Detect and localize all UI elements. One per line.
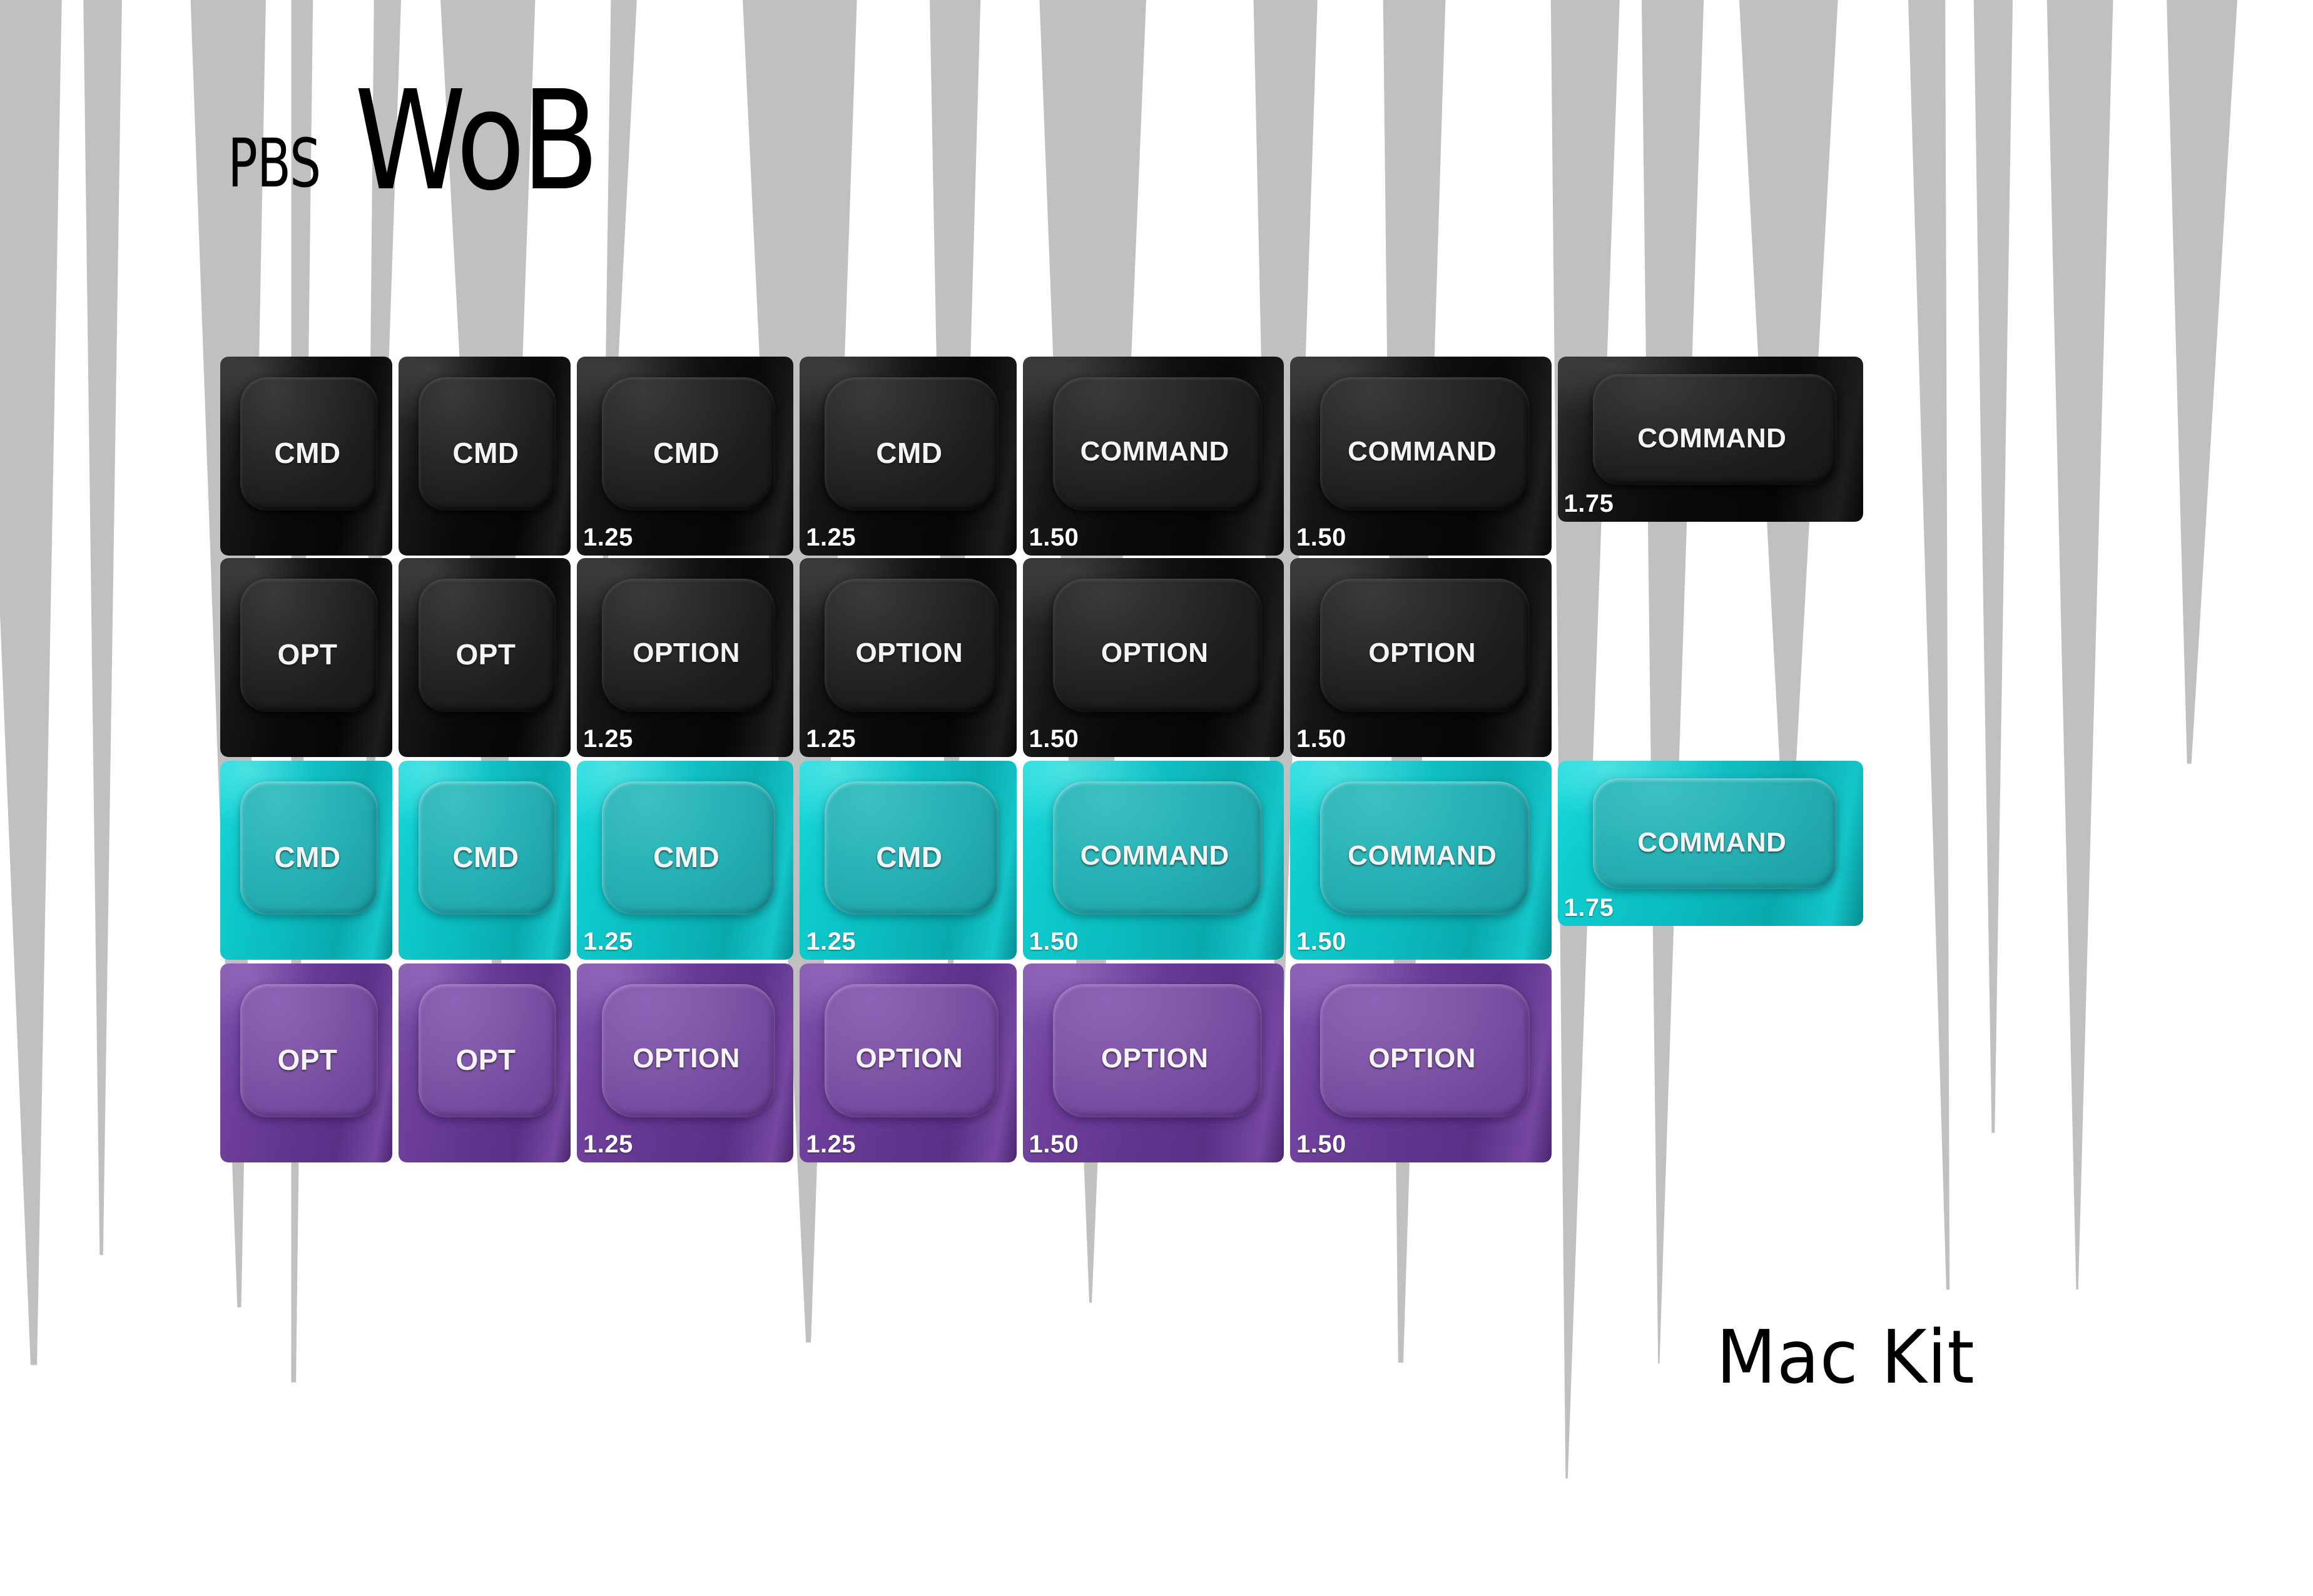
- keycap-top-surface: [1592, 778, 1838, 889]
- keycap-top-surface: [825, 579, 999, 712]
- keycap[interactable]: CMD: [399, 357, 571, 556]
- keycap-body: [220, 963, 392, 1162]
- keycap-body: [1022, 357, 1284, 556]
- keycap-top-surface: [240, 377, 378, 511]
- keycap-body: [800, 558, 1017, 757]
- keycap-top-surface: [825, 984, 999, 1117]
- keycap-top-surface: [240, 781, 378, 915]
- keycap-body: [800, 357, 1017, 556]
- keycap-body: [1290, 357, 1552, 556]
- keycap-top-surface: [602, 579, 776, 712]
- keycap-top-surface: [419, 579, 556, 712]
- keycap-top-surface: [1592, 374, 1838, 485]
- keycap-body: [1290, 761, 1552, 960]
- keycap-top-surface: [1320, 781, 1530, 915]
- keycap-top-surface: [825, 377, 999, 511]
- keycap[interactable]: CMD: [220, 761, 392, 960]
- keycap-top-surface: [1052, 984, 1262, 1117]
- keycap[interactable]: OPT: [220, 558, 392, 757]
- keycap-body: [1022, 761, 1284, 960]
- keycap-top-surface: [240, 579, 378, 712]
- keycap-top-surface: [419, 984, 556, 1117]
- keycap-top-surface: [1320, 579, 1530, 712]
- keycap[interactable]: OPT: [220, 963, 392, 1162]
- keycap-body: [1557, 357, 1864, 522]
- keycap-top-surface: [825, 781, 999, 915]
- keycap[interactable]: CMD: [220, 357, 392, 556]
- keycap-top-surface: [1320, 984, 1530, 1117]
- keycap-top-surface: [1320, 377, 1530, 511]
- keycap-top-surface: [1052, 579, 1262, 712]
- keycap-body: [399, 963, 571, 1162]
- keycap-body: [399, 357, 571, 556]
- keycap-top-surface: [602, 984, 776, 1117]
- keycap-body: [577, 963, 794, 1162]
- keycap-body: [577, 761, 794, 960]
- keycap[interactable]: OPT: [399, 963, 571, 1162]
- keycap-body: [577, 558, 794, 757]
- keycap-body: [1290, 558, 1552, 757]
- keycap[interactable]: OPT: [399, 558, 571, 757]
- keycap-top-surface: [419, 781, 556, 915]
- keycap-body: [220, 357, 392, 556]
- keycap-body: [220, 761, 392, 960]
- keycap-top-surface: [602, 377, 776, 511]
- keycap-top-surface: [240, 984, 378, 1117]
- keycap-body: [800, 761, 1017, 960]
- keycap-body: [1557, 761, 1864, 926]
- keycap-top-surface: [602, 781, 776, 915]
- keycap-top-surface: [1052, 377, 1262, 511]
- keycap-body: [577, 357, 794, 556]
- keycap-body: [800, 963, 1017, 1162]
- keycap-body: [1022, 963, 1284, 1162]
- keycap-body: [1290, 963, 1552, 1162]
- keycap-top-surface: [1052, 781, 1262, 915]
- keycap-body: [399, 558, 571, 757]
- keycap-body: [399, 761, 571, 960]
- keycap-body: [1022, 558, 1284, 757]
- keycap-body: [220, 558, 392, 757]
- keycap[interactable]: CMD: [399, 761, 571, 960]
- keycap-top-surface: [419, 377, 556, 511]
